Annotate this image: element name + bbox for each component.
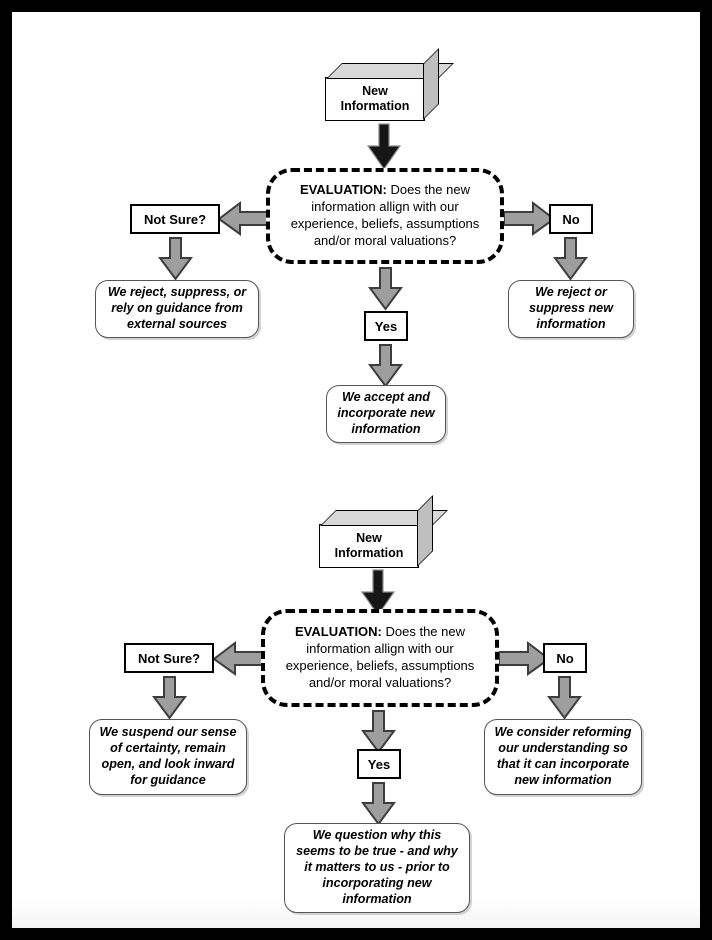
- block-side-face: [417, 495, 433, 567]
- branch-label-no-2: No: [543, 643, 587, 673]
- evaluation-box-1: EVALUATION: Does the new information all…: [266, 168, 504, 264]
- outcome-text: We consider reforming our understanding …: [494, 725, 632, 787]
- outcome-text: We suspend our sense of certainty, remai…: [99, 725, 237, 787]
- arrow-start-to-evaluation-1: [366, 123, 402, 171]
- evaluation-box-2: EVALUATION: Does the new information all…: [261, 609, 499, 707]
- arrow-not-sure-to-outcome-1: [158, 237, 193, 281]
- outcome-not-sure-1: We reject, suppress, or rely on guidance…: [95, 280, 259, 338]
- outcome-text: We accept and incorporate new informatio…: [337, 390, 435, 436]
- branch-label-text: Not Sure?: [143, 211, 207, 227]
- arrow-yes-to-outcome-1: [368, 344, 403, 388]
- arrow-no-to-outcome-1: [553, 237, 588, 281]
- arrow-evaluation-to-not-sure-1: [217, 200, 270, 236]
- start-block-new-information-1: New Information: [325, 48, 454, 121]
- diagram-canvas: New Information EVALUATION: Does the new…: [12, 12, 700, 928]
- branch-label-not-sure-2: Not Sure?: [124, 643, 214, 673]
- outcome-no-1: We reject or suppress new information: [508, 280, 634, 338]
- outcome-text: We reject or suppress new information: [529, 285, 613, 331]
- arrow-evaluation-to-no-2: [498, 640, 551, 676]
- evaluation-text: EVALUATION: Does the new information all…: [285, 624, 475, 690]
- block-side-face: [423, 48, 439, 120]
- arrow-no-to-outcome-2: [547, 676, 582, 720]
- branch-label-text: Yes: [367, 756, 391, 772]
- branch-label-text: Not Sure?: [137, 650, 201, 666]
- arrow-start-to-evaluation-2: [360, 569, 396, 617]
- start-block-new-information-2: New Information: [319, 495, 448, 568]
- arrow-evaluation-to-yes-1: [368, 267, 403, 311]
- outcome-text: We question why this seems to be true - …: [296, 828, 458, 906]
- outcome-not-sure-2: We suspend our sense of certainty, remai…: [89, 719, 247, 795]
- arrow-yes-to-outcome-2: [361, 782, 396, 826]
- outcome-no-2: We consider reforming our understanding …: [484, 719, 642, 795]
- branch-label-no-1: No: [549, 204, 593, 234]
- start-block-label: New Information: [340, 84, 410, 113]
- outcome-text: We reject, suppress, or rely on guidance…: [107, 285, 247, 331]
- arrow-evaluation-to-not-sure-2: [212, 640, 265, 676]
- branch-label-yes-1: Yes: [364, 311, 408, 341]
- branch-label-text: No: [556, 650, 574, 666]
- branch-label-text: Yes: [374, 318, 398, 334]
- outcome-yes-1: We accept and incorporate new informatio…: [326, 385, 446, 443]
- outcome-yes-2: We question why this seems to be true - …: [284, 823, 470, 913]
- branch-label-not-sure-1: Not Sure?: [130, 204, 220, 234]
- arrow-not-sure-to-outcome-2: [152, 676, 187, 720]
- start-block-label: New Information: [334, 531, 404, 560]
- evaluation-text: EVALUATION: Does the new information all…: [290, 182, 480, 248]
- branch-label-yes-2: Yes: [357, 749, 401, 779]
- arrow-evaluation-to-no-1: [503, 200, 556, 236]
- arrow-evaluation-to-yes-2: [361, 710, 396, 754]
- branch-label-text: No: [562, 211, 580, 227]
